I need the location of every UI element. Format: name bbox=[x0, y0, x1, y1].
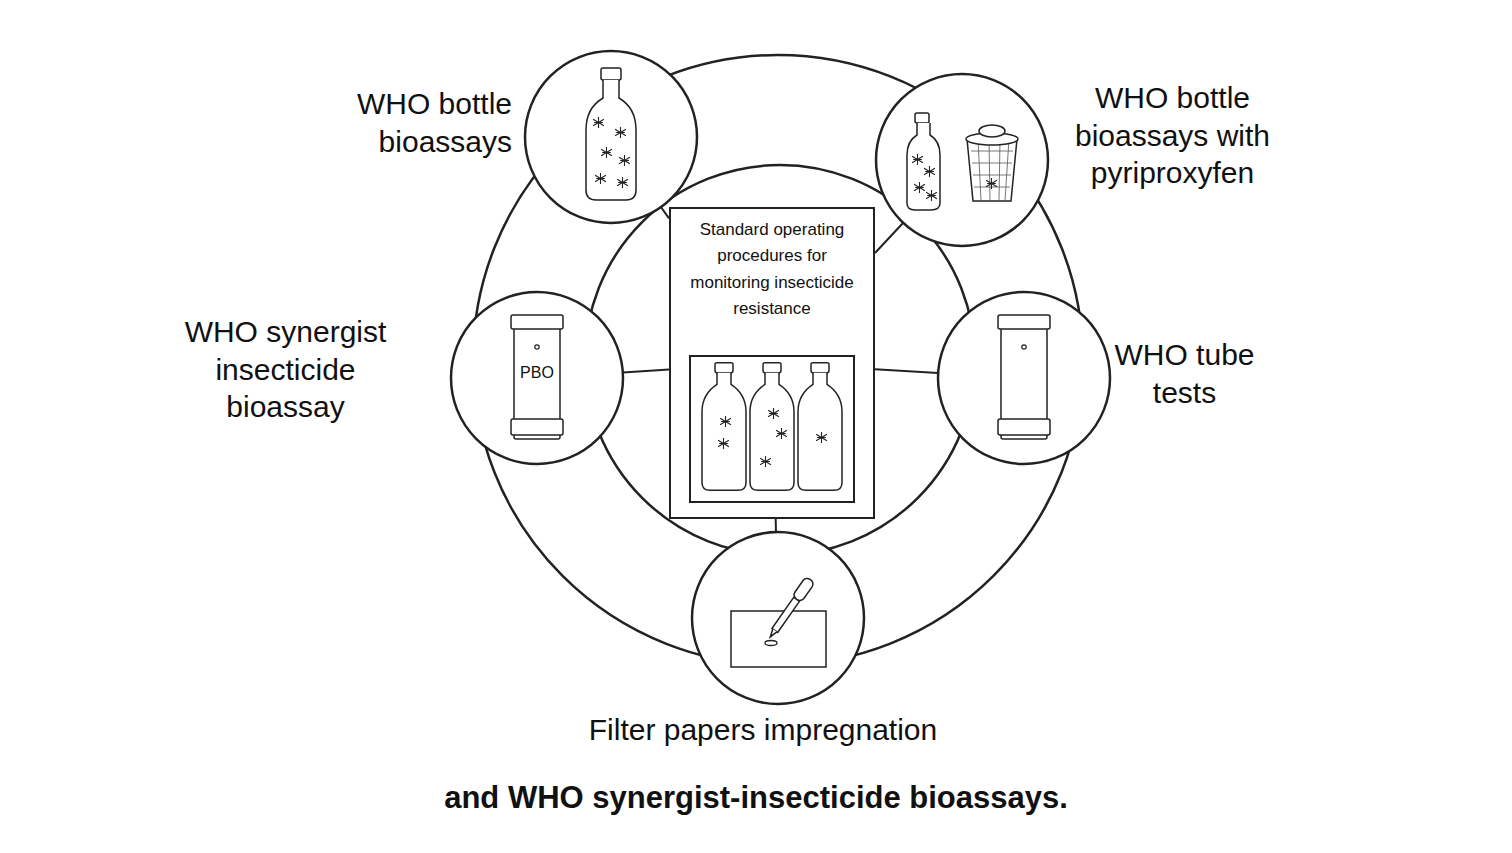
document-title: Standard operating procedures for monito… bbox=[684, 217, 860, 322]
method-illustration bbox=[875, 73, 1049, 247]
spoke-connector bbox=[775, 519, 776, 532]
method-label: WHO bottle bioassays with pyriproxyfen bbox=[1065, 79, 1280, 192]
method-circle: WHO bottle bioassays with pyriproxyfen bbox=[875, 73, 1049, 247]
bottles-picture bbox=[689, 355, 855, 503]
method-label: WHO tube tests bbox=[1102, 336, 1267, 411]
spoke-connector bbox=[875, 223, 903, 253]
method-circle: WHO tube tests bbox=[937, 291, 1111, 465]
method-label: WHO synergist insecticide bioassay bbox=[178, 313, 393, 426]
spoke-connector bbox=[661, 207, 669, 218]
method-illustration bbox=[524, 50, 698, 224]
method-circle: WHO bottle bioassays bbox=[524, 50, 698, 224]
spoke-connector bbox=[623, 370, 669, 373]
tube-label: PBO bbox=[517, 363, 557, 383]
method-illustration bbox=[691, 531, 865, 705]
method-circle: WHO synergist insecticide bioassayPBO bbox=[450, 291, 624, 465]
caption: and WHO synergist-insecticide bioassays. bbox=[0, 780, 1512, 816]
method-label: WHO bottle bioassays bbox=[332, 85, 512, 160]
procedure-document: Standard operating procedures for monito… bbox=[669, 207, 875, 519]
spoke-connector bbox=[875, 369, 938, 373]
method-label: Filter papers impregnation bbox=[589, 711, 938, 749]
method-illustration bbox=[937, 291, 1111, 465]
method-circle: Filter papers impregnation bbox=[691, 531, 865, 705]
